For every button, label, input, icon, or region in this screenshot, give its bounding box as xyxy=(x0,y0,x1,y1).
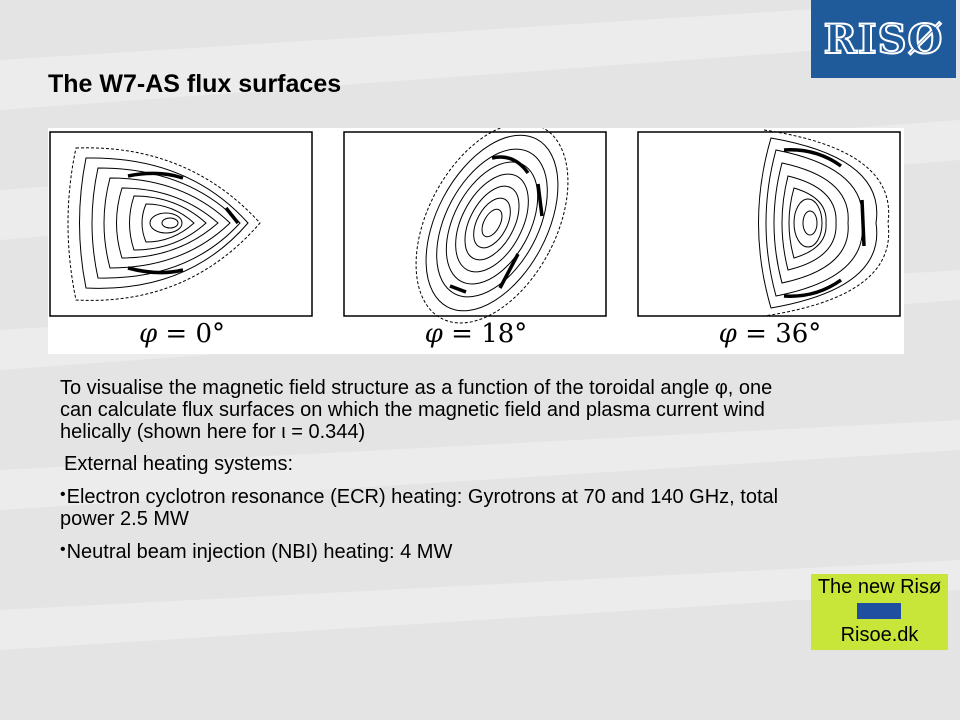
riso-logo: RISØ xyxy=(811,0,956,78)
bullet-icon: • xyxy=(60,486,66,503)
flux-panel-0: φ = 0° xyxy=(48,128,316,354)
intro-paragraph: To visualise the magnetic field structur… xyxy=(60,377,773,443)
flux-plot-18 xyxy=(343,128,607,324)
heating-subhead: External heating systems: xyxy=(64,453,293,475)
angle-label-18: φ = 18° xyxy=(424,319,528,349)
angle-label-36: φ = 36° xyxy=(718,319,822,349)
badge-line2: Risoe.dk xyxy=(840,624,919,646)
bullet-ecr: •Electron cyclotron resonance (ECR) heat… xyxy=(60,484,790,530)
flag-icon xyxy=(857,603,901,619)
slide-title: The W7-AS flux surfaces xyxy=(48,70,342,98)
angle-label-0: φ = 0° xyxy=(138,319,226,349)
badge-line1: The new Risø xyxy=(817,576,942,598)
bullet-icon: • xyxy=(60,541,66,558)
bullet-nbi-text: Neutral beam injection (NBI) heating: 4 … xyxy=(66,541,453,563)
bullet-nbi: •Neutral beam injection (NBI) heating: 4… xyxy=(60,539,790,563)
flux-panel-36: φ = 36° xyxy=(636,128,904,354)
flux-surface-figure: φ = 0° φ = 18° xyxy=(48,128,904,354)
flux-plot-0 xyxy=(49,131,313,317)
new-riso-badge[interactable]: The new Risø Risoe.dk xyxy=(811,574,948,650)
bullet-ecr-text: Electron cyclotron resonance (ECR) heati… xyxy=(60,486,779,530)
slide-body: To visualise the magnetic field structur… xyxy=(60,377,790,563)
flux-panel-18: φ = 18° xyxy=(342,128,610,354)
flux-plot-36 xyxy=(637,129,901,317)
